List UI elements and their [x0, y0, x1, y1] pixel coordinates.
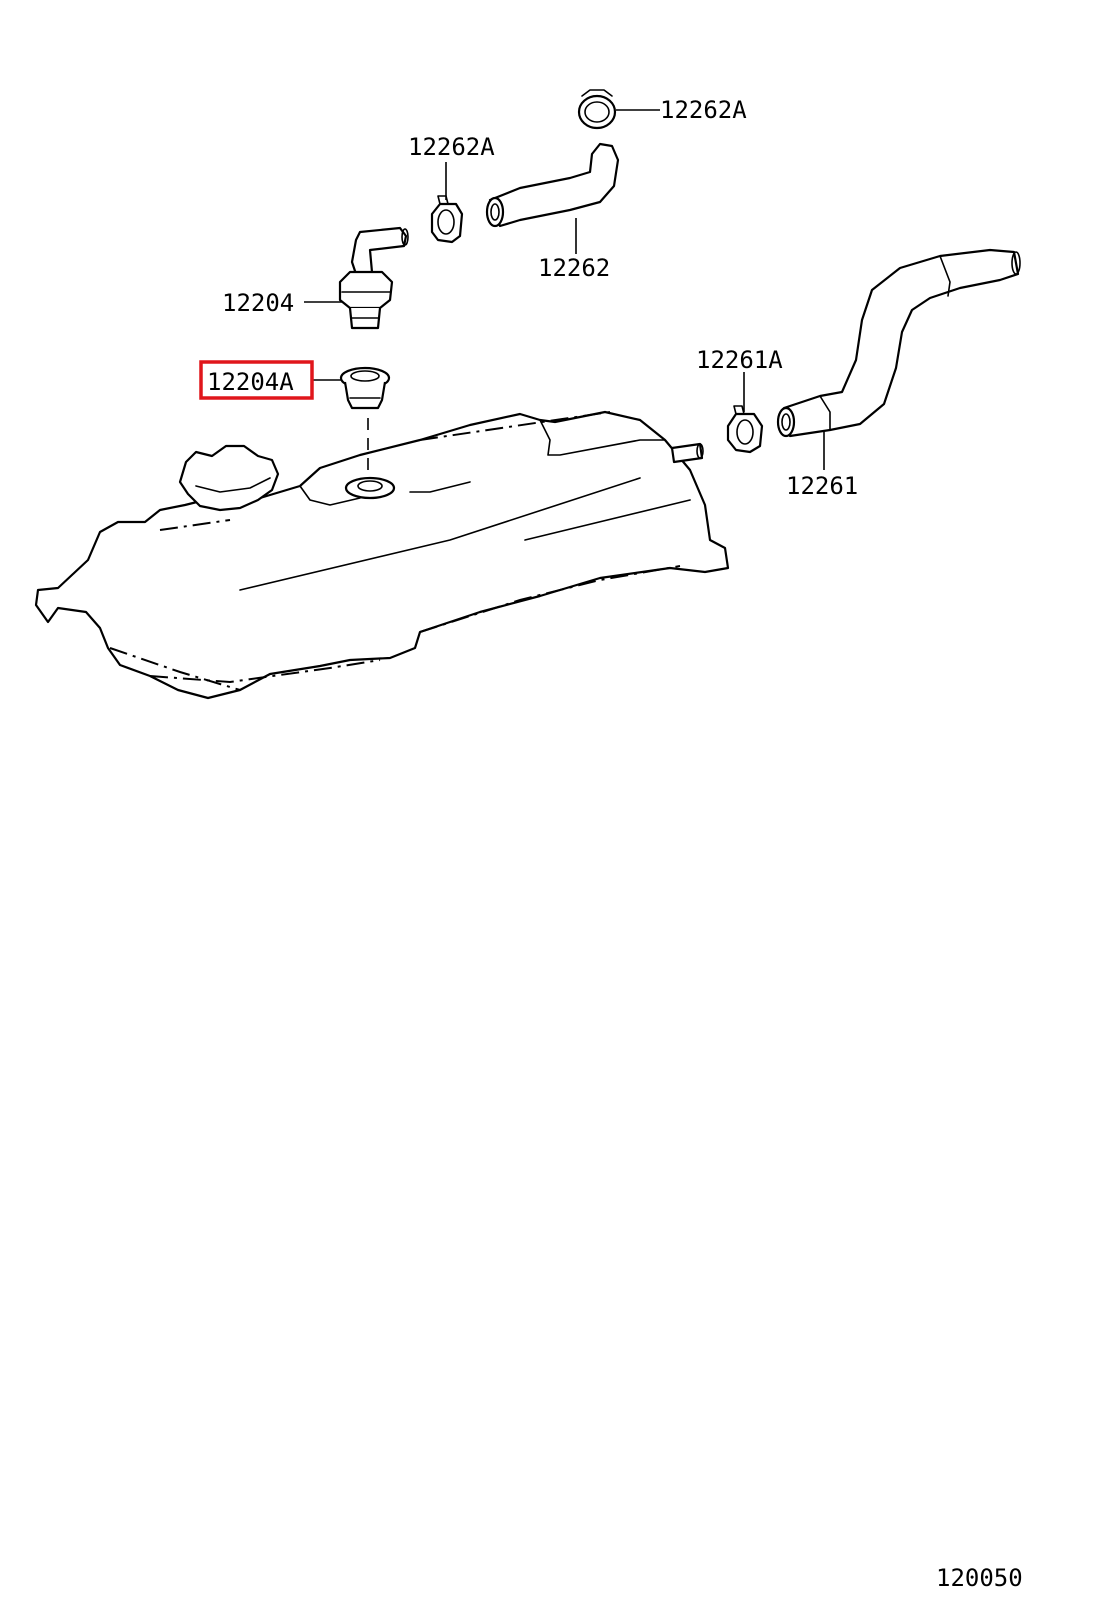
- label-hose-right: 12261: [786, 472, 858, 500]
- clamp-right-drawing: [726, 405, 764, 454]
- label-clamp-top: 12262A: [660, 96, 747, 124]
- highlight-box: [199, 360, 314, 400]
- clamp-top-drawing: [577, 89, 617, 130]
- label-pcv-valve: 12204: [222, 289, 294, 317]
- clamp-mid-drawing: [430, 195, 464, 244]
- label-hose-upper: 12262: [538, 254, 610, 282]
- diagram-reference-code: 120050: [936, 1564, 1023, 1592]
- pcv-valve-drawing: [338, 226, 409, 330]
- label-clamp-right: 12261A: [696, 346, 783, 374]
- hose-right-drawing: [776, 248, 1021, 438]
- leader-lines: [304, 109, 825, 470]
- label-clamp-mid: 12262A: [408, 133, 495, 161]
- hose-upper-drawing: [485, 142, 620, 228]
- label-grommet[interactable]: 12204A: [207, 368, 294, 396]
- grommet-drawing: [339, 366, 391, 410]
- valve-cover-drawing: [34, 410, 730, 700]
